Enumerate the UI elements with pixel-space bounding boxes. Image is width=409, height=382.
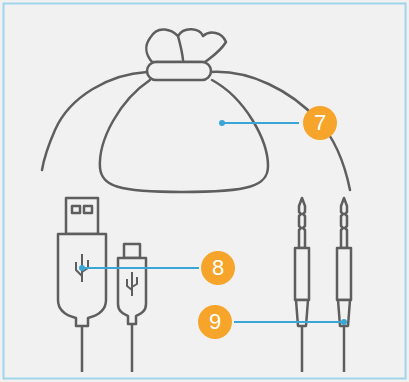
callout-circle: 8	[201, 251, 235, 285]
leader-line	[234, 321, 344, 323]
callout-number: 9	[209, 311, 221, 333]
leader-line	[222, 122, 299, 124]
callout-circle: 7	[303, 106, 337, 140]
usb-cable	[58, 198, 146, 372]
pouch	[42, 29, 350, 192]
leader-line	[82, 267, 199, 269]
callout-number: 8	[212, 257, 224, 279]
audio-cables	[295, 198, 351, 372]
frame	[4, 4, 406, 379]
callout-circle: 9	[198, 305, 232, 339]
callout-number: 7	[314, 112, 326, 134]
leader-lines	[80, 121, 346, 324]
